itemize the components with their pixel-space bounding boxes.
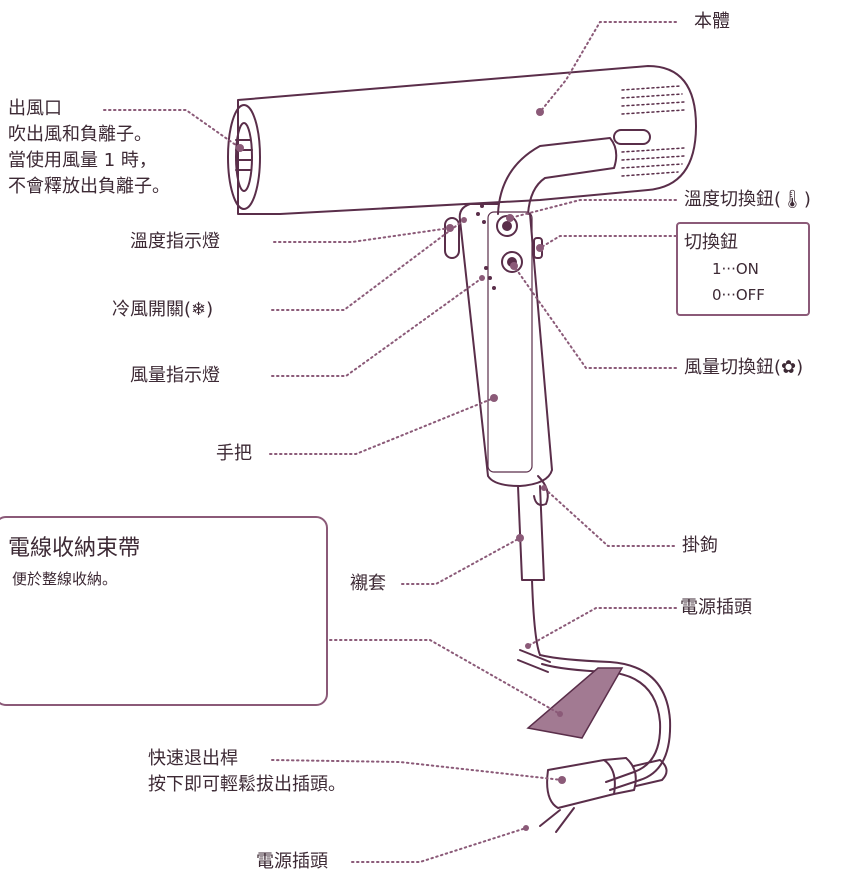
label-hook: 掛鉤 xyxy=(682,535,718,556)
leader-switch xyxy=(539,235,677,249)
switch-on-label: 1···ON xyxy=(712,260,759,278)
cord-end-ribbon xyxy=(526,667,624,739)
label-airflow-indicator: 風量指示燈 xyxy=(130,365,220,386)
hook xyxy=(533,475,549,506)
switch-box: 切換鈕 1···ON 0···OFF xyxy=(676,222,810,316)
cord xyxy=(531,579,541,656)
leader-hook xyxy=(543,487,675,547)
plug xyxy=(539,757,668,833)
leader-cool xyxy=(271,219,465,311)
cool-switch xyxy=(444,217,460,259)
label-temp-button: 溫度切換鈕(🌡) xyxy=(684,189,811,210)
outlet-title: 出風口 xyxy=(8,98,62,119)
outlet-desc-2: 當使用風量 1 時， xyxy=(8,150,157,171)
leader-temp-button xyxy=(509,199,677,219)
label-sleeve: 襯套 xyxy=(350,573,386,594)
leader-body xyxy=(539,21,677,113)
cord-strap-box: 電線收納束帶 便於整線收納。 xyxy=(0,516,328,706)
label-temp-indicator: 溫度指示燈 xyxy=(130,231,220,252)
outlet-desc-1: 吹出風和負離子。 xyxy=(8,124,152,145)
rear-switch xyxy=(613,129,651,145)
handle xyxy=(459,213,553,487)
label-airflow-button: 風量切換鈕(✿) xyxy=(684,357,804,378)
label-plug-bottom: 電源插頭 xyxy=(256,851,328,872)
rear-vent xyxy=(621,85,685,177)
quick-release-title: 快速退出桿 xyxy=(148,748,238,769)
leader-airflow-indicator xyxy=(271,277,483,377)
air-outlet xyxy=(227,104,261,210)
quick-release-desc: 按下即可輕鬆拔出插頭。 xyxy=(148,774,346,795)
label-outlet: 出風口 吹出風和負離子。 當使用風量 1 時， 不會釋放出負離子。 xyxy=(8,96,170,200)
label-body: 本體 xyxy=(694,11,730,32)
label-handle: 手把 xyxy=(216,443,252,464)
leader-sleeve xyxy=(401,537,521,585)
leader-strap xyxy=(329,639,561,715)
switch-box-title: 切換鈕 xyxy=(684,232,738,253)
leader-quick-release xyxy=(271,759,563,781)
leader-temp-indicator xyxy=(273,227,451,243)
label-cool-switch: 冷風開關(❄) xyxy=(112,299,214,320)
strap-desc: 便於整線收納。 xyxy=(12,570,118,588)
dryer-body xyxy=(237,65,697,215)
leader-handle xyxy=(269,397,495,455)
label-quick-release: 快速退出桿 按下即可輕鬆拔出插頭。 xyxy=(148,746,346,798)
label-plug-top: 電源插頭 xyxy=(680,597,752,618)
switch-off-label: 0···OFF xyxy=(712,286,765,304)
leader-outlet xyxy=(103,109,241,149)
leader-plug-top xyxy=(527,607,677,647)
strap-title: 電線收納束帶 xyxy=(8,536,141,561)
sleeve xyxy=(517,485,545,581)
airflow-button xyxy=(501,251,523,273)
outlet-desc-3: 不會釋放出負離子。 xyxy=(8,176,170,197)
leader-plug-bottom xyxy=(351,827,527,863)
leader-airflow-button xyxy=(513,265,677,369)
